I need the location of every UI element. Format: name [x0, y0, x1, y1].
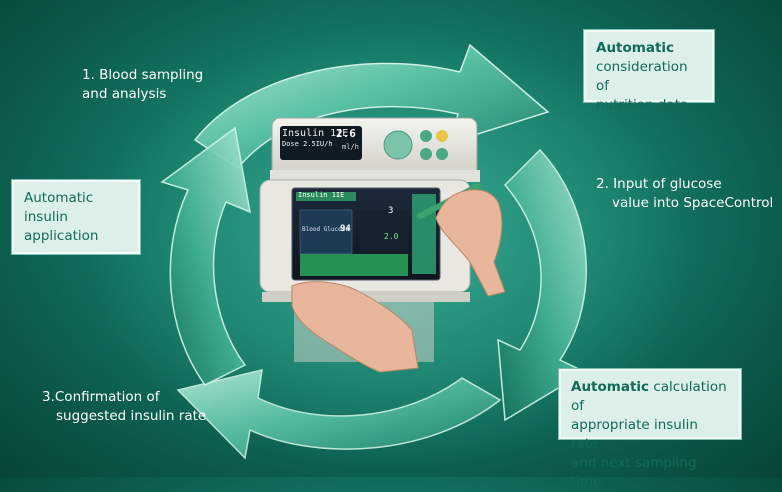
pump-rate: 2.6 — [336, 128, 356, 140]
diagram-canvas: Insulin 1IE Dose 2.5IU/h 2.6 ml/h Insuli… — [12, 30, 773, 490]
screen-chart-area — [300, 254, 408, 276]
calculation-box-line-3: and next sampling time — [571, 455, 697, 490]
pump-button-green-3 — [436, 148, 448, 160]
screen-title: Insulin 1IE — [298, 191, 345, 199]
calculation-box-line-2: appropriate insulin rate — [571, 417, 698, 452]
insulin-application-line-2: insulin — [24, 209, 68, 225]
pump-rate-unit: ml/h — [342, 143, 359, 151]
calculation-box-line-1: Automatic calculation of — [571, 378, 729, 416]
screen-rate-2: 2.0 — [384, 232, 399, 241]
insulin-application-box: Automatic insulin application — [12, 180, 140, 254]
cycle-arrows-graphic — [90, 30, 690, 470]
pump-device — [270, 117, 480, 182]
screen-value-label: Blood Glucose — [302, 226, 349, 233]
hand-icon-left — [291, 281, 419, 373]
pump-keypad — [383, 130, 413, 160]
step-1-line-1: 1. Blood sampling — [82, 67, 204, 83]
insulin-application-line-3: application — [24, 228, 99, 244]
screen-side-buttons — [412, 194, 436, 274]
nutrition-box-heading: Automatic — [596, 40, 675, 56]
pump-button-yellow — [436, 130, 448, 142]
cycle-arrow-right — [497, 148, 587, 422]
pump-display-text: Insulin 1IE Dose 2.5IU/h — [282, 128, 362, 149]
cycle-arrow-bottom — [176, 369, 502, 460]
step-2-line-2: value into SpaceControl — [612, 195, 774, 211]
insulin-application-line-1: Automatic — [24, 190, 94, 206]
pump-rate-value: 2.6 — [336, 127, 356, 140]
calculation-box-line-1-rest: calculation of — [571, 379, 727, 414]
pump-drug-name: Insulin 1IE — [282, 128, 349, 139]
pump-display — [280, 126, 362, 160]
step-3-line-1: 3.Confirmation of — [42, 389, 160, 405]
calculation-box-heading: Automatic — [571, 379, 650, 395]
step-2-label: 2. Input of glucose value into SpaceCont… — [596, 175, 773, 213]
screen-value: 94 — [340, 224, 351, 234]
nutrition-box: Automatic consideration of nutrition dat… — [584, 30, 714, 113]
pump-dose: Dose 2.5IU/h — [282, 140, 333, 148]
step-2-line-1: 2. Input of glucose — [596, 176, 722, 192]
pump-button-green-2 — [420, 148, 432, 160]
nutrition-box-line-2: consideration of — [596, 59, 688, 94]
step-3-line-2: suggested insulin rate — [56, 408, 207, 424]
calculation-box: Automatic calculation of appropriate ins… — [559, 369, 741, 490]
hand-icon-right — [435, 189, 506, 297]
screen-rate: 3 — [388, 206, 394, 216]
nutrition-box-line-3: nutrition data — [596, 97, 689, 113]
pump-button-green — [420, 130, 432, 142]
step-3-label: 3.Confirmation of suggested insulin rate — [42, 388, 206, 426]
cycle-arrow-left — [160, 126, 251, 386]
step-1-label: 1. Blood sampling and analysis — [82, 66, 203, 104]
step-1-line-2: and analysis — [82, 86, 167, 102]
